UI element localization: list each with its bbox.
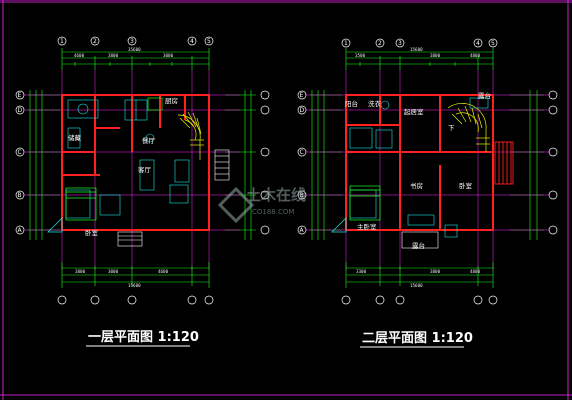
room-label: 下 — [448, 124, 455, 132]
plan1-top-dimension-lines — [61, 48, 210, 70]
axis-number: 1 — [60, 38, 64, 45]
room-label: 露台 — [478, 91, 491, 100]
axis-letter: B — [18, 192, 22, 199]
axis-letter: D — [300, 107, 305, 114]
plan2-top-dimension-lines — [345, 48, 494, 70]
room-label: 厨房 — [165, 96, 178, 105]
dimension-text: 3800 — [430, 269, 441, 274]
dimension-text: 15600 — [410, 283, 423, 288]
plan2-right-dimension-lines — [510, 90, 544, 240]
plan1-left-axis-markers: E D C B A — [15, 90, 25, 235]
plan2-left-dimension-lines — [310, 90, 342, 240]
axis-letter: A — [300, 227, 305, 234]
plan1-walls — [61, 94, 210, 231]
plan2-bay-window — [331, 217, 347, 233]
plan1-bay-window — [47, 217, 63, 233]
dimension-text: 3800 — [108, 53, 119, 58]
dimension-text: 4800 — [470, 269, 481, 274]
plan1-right-axis-markers — [260, 90, 270, 235]
axis-number: 5 — [207, 38, 211, 45]
axis-letter: D — [18, 107, 23, 114]
room-label: 主卧室 — [357, 222, 377, 231]
plan2-right-axis-markers — [548, 90, 558, 235]
plan2-bottom-axis-markers — [341, 295, 498, 305]
plan1-bottom-dimension-lines — [61, 262, 210, 288]
plan2-balcony — [401, 231, 439, 249]
axis-letter: B — [300, 192, 304, 199]
plan1-top-axis-markers: 1 2 3 4 5 — [57, 36, 214, 46]
plan1-spiral-stair — [177, 111, 204, 160]
watermark: 土木在线 CO188.COM — [217, 186, 306, 224]
watermark-logo-icon — [217, 186, 255, 224]
dimension-text: 4800 — [470, 53, 481, 58]
plan2-spiral-stair — [447, 103, 490, 152]
room-label: 储藏 — [68, 133, 82, 142]
axis-number: 1 — [344, 40, 348, 47]
plan1-bottom-axis-markers — [57, 295, 214, 305]
room-label: 卧室 — [85, 228, 99, 237]
axis-letter: E — [300, 92, 304, 99]
axis-letter: C — [18, 149, 22, 156]
plan2-left-axis-markers: E D C B A — [297, 90, 307, 235]
dimension-text: 4600 — [158, 269, 169, 274]
plan2-top-axis-markers: 1 2 3 4 5 — [341, 38, 498, 48]
first-floor-plan: 1 2 3 4 5 15600 4600 3800 3000 E D C B A — [15, 36, 270, 347]
room-label: 阳台 — [345, 99, 358, 108]
axis-number: 4 — [476, 40, 480, 47]
axis-number: 2 — [378, 40, 382, 47]
plan1-furniture — [65, 99, 190, 219]
axis-letter: A — [18, 227, 23, 234]
axis-number: 2 — [93, 38, 97, 45]
plan1-entry-steps — [117, 149, 230, 247]
dimension-text: 3800 — [430, 53, 441, 58]
dimension-text: 15600 — [128, 47, 141, 52]
dimension-text: 3300 — [356, 269, 367, 274]
axis-number: 3 — [398, 40, 402, 47]
dimension-text: 15600 — [410, 47, 423, 52]
plan1-bathroom-fixtures — [65, 97, 163, 221]
axis-letter: E — [18, 92, 22, 99]
second-floor-plan: 1 2 3 4 5 15600 3500 3800 4800 E D C B A — [297, 38, 558, 348]
watermark-subtext: CO188.COM — [252, 208, 294, 216]
plan2-bathroom-fixtures — [349, 185, 381, 221]
plan-title: 二层平面图 1:120 — [362, 331, 473, 346]
plan1-left-dimension-lines — [28, 90, 60, 240]
plan2-terrace-railing — [494, 141, 514, 185]
dimension-text: 3800 — [75, 269, 86, 274]
room-label: 卧室 — [459, 181, 473, 190]
axis-number: 4 — [190, 38, 194, 45]
room-label: 起居室 — [404, 107, 424, 116]
axis-number: 3 — [130, 38, 134, 45]
watermark-text: 土木在线 — [246, 186, 306, 204]
plan-title: 一层平面图 1:120 — [88, 330, 199, 345]
room-label: 露台 — [412, 241, 425, 250]
room-label: 洗衣 — [368, 99, 382, 108]
dimension-text: 4600 — [74, 53, 85, 58]
dimension-text: 3500 — [355, 53, 366, 58]
dimension-text: 3000 — [163, 53, 174, 58]
axis-number: 5 — [491, 40, 495, 47]
plan2-bottom-dimension-lines — [345, 262, 494, 288]
room-label: 餐厅 — [142, 136, 156, 145]
dimension-text: 3000 — [108, 269, 119, 274]
axis-letter: C — [300, 149, 304, 156]
dimension-text: 15600 — [128, 283, 141, 288]
room-label: 书房 — [410, 181, 423, 190]
room-label: 客厅 — [138, 165, 152, 174]
plan2-furniture — [349, 97, 489, 238]
plan2-walls — [345, 94, 494, 231]
